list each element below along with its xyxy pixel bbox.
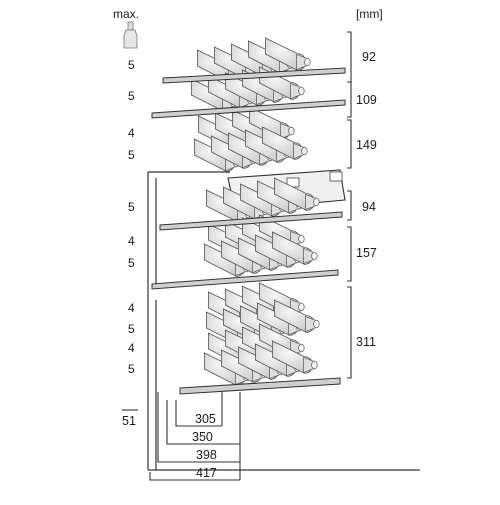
shelves xyxy=(151,67,346,395)
depth-value: 417 xyxy=(196,466,217,480)
depth-value: 305 xyxy=(195,412,216,426)
shelf-height-value: 157 xyxy=(356,246,377,260)
depth-value: 350 xyxy=(192,430,213,444)
wine-bottle xyxy=(272,340,318,374)
wine-bottle xyxy=(265,37,311,71)
cabinet-outline xyxy=(147,171,420,471)
bottle-count: 5 xyxy=(128,200,135,214)
depth-dimension-lines xyxy=(149,392,241,481)
shelf xyxy=(179,377,341,395)
wine-bottle xyxy=(272,231,318,265)
max-label: max. xyxy=(113,7,139,21)
bottle-count: 4 xyxy=(128,301,135,315)
shelf xyxy=(159,211,343,231)
bottom-left-value: 51 xyxy=(122,414,136,428)
bottle-count: 5 xyxy=(128,322,135,336)
bottle-count: 5 xyxy=(128,362,135,376)
bottle-count: 4 xyxy=(128,341,135,355)
bottle-rows xyxy=(191,37,320,386)
bottle-count-column: 5 5 4 5 5 4 5 4 5 4 5 xyxy=(128,58,135,376)
bottle-count: 4 xyxy=(128,126,135,140)
shelf-height-value: 109 xyxy=(356,93,377,107)
shelf xyxy=(162,67,346,84)
shelf-height-dimensions xyxy=(347,31,352,379)
shelf-height-value: 149 xyxy=(356,138,377,152)
bottle-count: 5 xyxy=(128,89,135,103)
shelf xyxy=(151,269,339,290)
bottle-count: 5 xyxy=(128,148,135,162)
shelf-height-value: 92 xyxy=(362,50,376,64)
bottle-count: 5 xyxy=(128,256,135,270)
bottle-icon xyxy=(123,21,138,49)
bottle-count: 5 xyxy=(128,58,135,72)
shelf-height-value: 311 xyxy=(356,335,376,349)
wine-bottle xyxy=(274,299,320,333)
shelf xyxy=(151,99,346,119)
depth-value: 398 xyxy=(196,448,217,462)
wine-bottle xyxy=(262,126,308,160)
bottle-count: 4 xyxy=(128,234,135,248)
shelf-height-value: 94 xyxy=(362,200,376,214)
unit-label: [mm] xyxy=(356,7,383,21)
wine-bottle xyxy=(274,177,320,211)
